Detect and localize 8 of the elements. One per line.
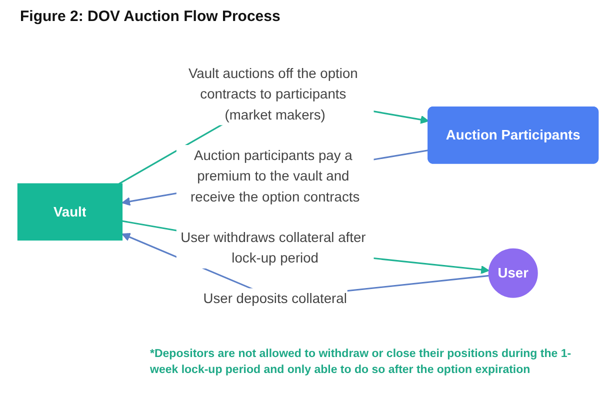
- edge-label: User deposits collateral: [203, 290, 347, 306]
- edge-label: User withdraws collateral after lock-up period: [180, 228, 366, 266]
- node-box: Vault: [17, 183, 123, 241]
- node-circle: User: [488, 248, 538, 298]
- figure-title: Figure 2: DOV Auction Flow Process: [20, 8, 280, 25]
- footnote: *Depositors are not allowed to withdraw or close their positions during the 1-week lock-up period and only able to do so after the option expiration: [150, 347, 572, 378]
- edge-label: Auction participants pay a premium to the vault and receive the option contracts: [190, 147, 360, 204]
- edge-label: Vault auctions off the option contracts to participants (market makers): [188, 65, 358, 122]
